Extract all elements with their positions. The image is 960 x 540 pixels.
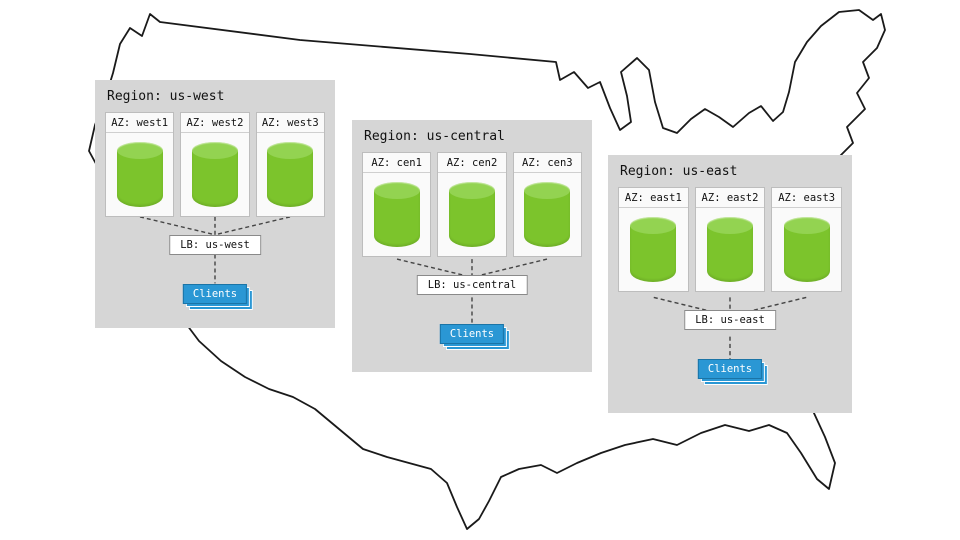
- az-box: AZ: east3: [771, 187, 843, 292]
- clients-box: Clients: [439, 324, 505, 344]
- clients-stack: Clients: [697, 359, 769, 385]
- az-box: AZ: cen2: [437, 152, 507, 257]
- load-balancer-box: LB: us-central: [416, 275, 528, 295]
- region-title: Region: us-west: [107, 89, 225, 104]
- clients-box: Clients: [697, 359, 763, 379]
- dashed-connector-lines: [139, 216, 291, 284]
- database-cylinder-icon: [191, 142, 238, 208]
- load-balancer-box: LB: us-east: [684, 310, 776, 330]
- az-box: AZ: cen3: [512, 152, 582, 257]
- az-label: AZ: cen1: [363, 153, 431, 173]
- clients-stack: Clients: [439, 324, 511, 350]
- az-label: AZ: east2: [695, 188, 765, 208]
- az-label: AZ: east1: [619, 188, 688, 208]
- az-box: AZ: east1: [618, 187, 689, 292]
- az-label: AZ: cen3: [513, 153, 581, 173]
- dashed-connector-lines: [396, 258, 548, 327]
- database-cylinder-icon: [707, 217, 753, 283]
- region-title: Region: us-east: [620, 164, 738, 179]
- database-cylinder-icon: [524, 182, 571, 248]
- az-box: AZ: west2: [180, 112, 250, 217]
- load-balancer-box: LB: us-west: [169, 235, 261, 255]
- region-box-us-west: Region: us-west AZ: west1 AZ: west2 AZ: …: [95, 80, 335, 328]
- az-label: AZ: west3: [256, 113, 324, 133]
- az-label: AZ: east3: [772, 188, 842, 208]
- az-box: AZ: west1: [105, 112, 175, 217]
- az-row: AZ: west1 AZ: west2 AZ: west3: [105, 112, 325, 217]
- database-cylinder-icon: [267, 142, 314, 208]
- database-cylinder-icon: [373, 182, 420, 248]
- region-box-us-east: Region: us-east AZ: east1 AZ: east2 AZ: …: [608, 155, 852, 413]
- az-label: AZ: west2: [181, 113, 249, 133]
- az-row: AZ: east1 AZ: east2 AZ: east3: [618, 187, 843, 292]
- database-cylinder-icon: [116, 142, 163, 208]
- az-label: AZ: cen2: [438, 153, 506, 173]
- az-row: AZ: cen1 AZ: cen2 AZ: cen3: [362, 152, 582, 257]
- database-cylinder-icon: [630, 217, 677, 283]
- az-box: AZ: west3: [255, 112, 325, 217]
- az-box: AZ: cen1: [362, 152, 432, 257]
- az-label: AZ: west1: [106, 113, 174, 133]
- database-cylinder-icon: [448, 182, 495, 248]
- database-cylinder-icon: [783, 217, 830, 283]
- clients-box: Clients: [182, 284, 248, 304]
- clients-stack: Clients: [182, 284, 254, 310]
- region-box-us-central: Region: us-central AZ: cen1 AZ: cen2 AZ:…: [352, 120, 592, 372]
- az-box: AZ: east2: [694, 187, 766, 292]
- region-title: Region: us-central: [364, 129, 505, 144]
